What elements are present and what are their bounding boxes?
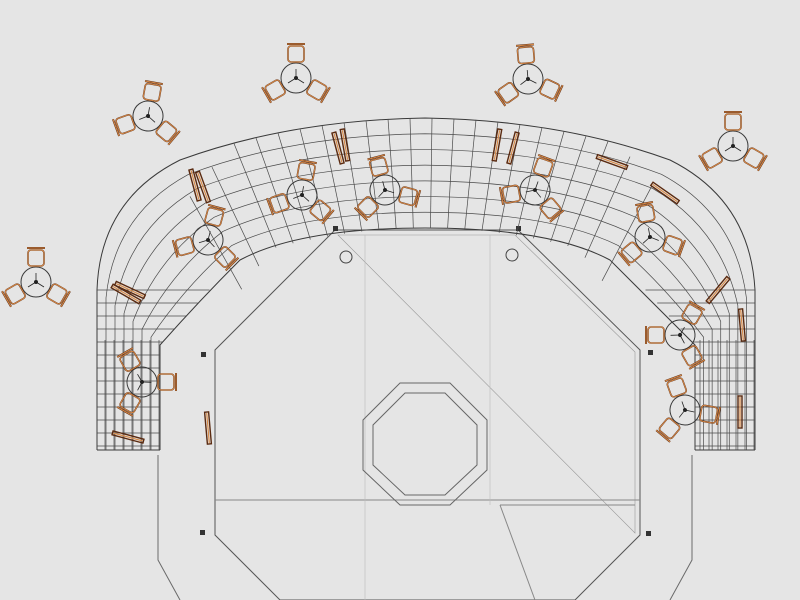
table-cluster (2, 248, 70, 307)
table-cluster (96, 336, 184, 421)
grid-line (299, 128, 328, 237)
grid-line (601, 185, 653, 281)
grid-line (277, 133, 311, 240)
grid-line (321, 125, 346, 234)
deck-tables (96, 146, 727, 444)
grid-line (233, 143, 277, 248)
grid-line (409, 118, 414, 229)
table-cluster (699, 112, 767, 171)
table-cluster (262, 44, 330, 103)
grid-line (123, 164, 730, 450)
grid-line (114, 149, 739, 450)
benches (110, 128, 747, 445)
grid-line (464, 119, 477, 230)
grid-line (584, 156, 631, 258)
grid-line (515, 127, 543, 236)
grid-line (189, 196, 243, 290)
grid-line (567, 141, 609, 246)
center-octagon-stage (362, 382, 488, 506)
grid-line (255, 137, 294, 244)
balcony-deck (96, 117, 756, 451)
grid-line (150, 211, 704, 450)
building-outline (157, 226, 693, 600)
table-cluster (611, 198, 688, 268)
grid-line (550, 136, 587, 242)
grid-line (447, 118, 455, 229)
grid-line (105, 133, 747, 450)
table-cluster (169, 198, 250, 272)
grid-line (343, 122, 363, 232)
grid-line (387, 118, 397, 229)
deck-grid (97, 118, 755, 450)
grid-line (430, 118, 433, 229)
grid-line (211, 166, 260, 267)
table-cluster (110, 77, 187, 147)
grid-line (141, 196, 713, 450)
table-cluster (491, 42, 564, 106)
outer-tables (2, 42, 767, 307)
